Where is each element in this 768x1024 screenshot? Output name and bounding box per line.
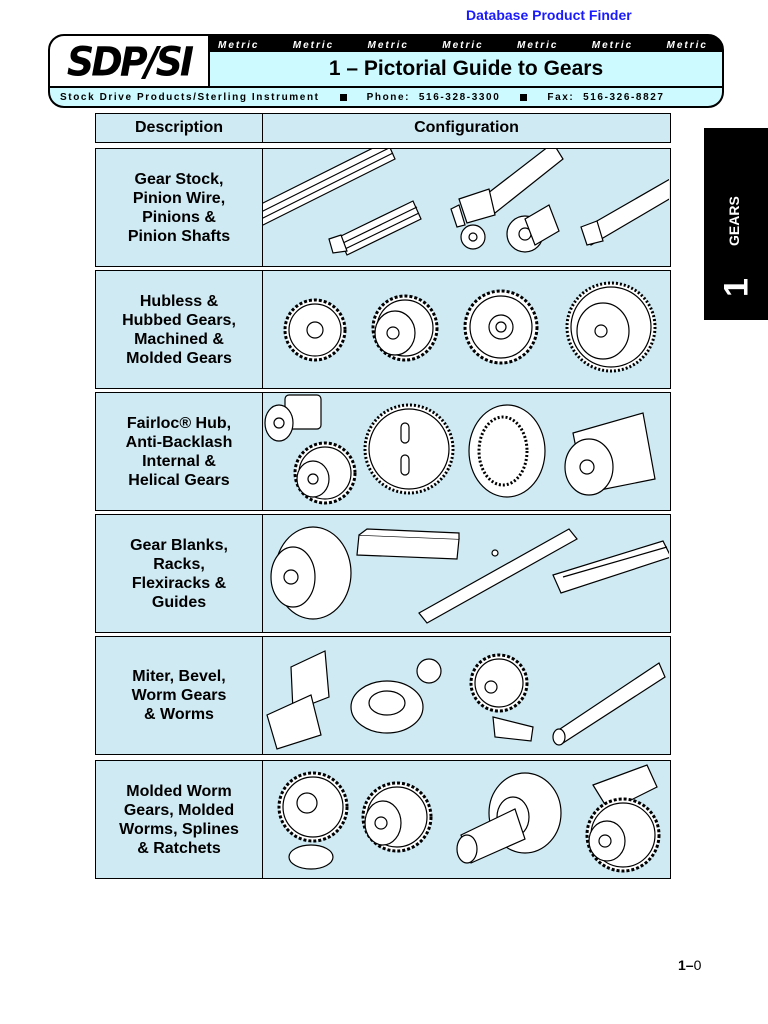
- phone-number: 516-328-3300: [418, 91, 501, 103]
- chapter-tab-number: 1: [717, 278, 756, 297]
- table-row-fairloc-gears[interactable]: Fairloc® Hub, Anti-Backlash Internal & H…: [95, 392, 671, 511]
- description-header: Description: [96, 114, 263, 142]
- header-banner: Metric Metric Metric Metric Metric Metri…: [48, 34, 724, 108]
- page-title: 1 – Pictorial Guide to Gears: [210, 52, 722, 86]
- table-row-hubless-gears[interactable]: Hubless & Hubbed Gears, Machined & Molde…: [95, 270, 671, 389]
- bevel-worm-illustration: [266, 650, 666, 750]
- metric-label: Metric: [367, 39, 409, 51]
- table-row-miter-bevel[interactable]: Miter, Bevel, Worm Gears & Worms: [95, 636, 671, 755]
- chapter-tab[interactable]: GEARS 1: [704, 128, 768, 320]
- row-description: Hubless & Hubbed Gears, Machined & Molde…: [96, 271, 263, 388]
- spur-gears-illustration: [283, 281, 657, 373]
- contact-strip: Stock Drive Products/Sterling Instrument…: [50, 86, 722, 106]
- phone-info: Phone: 516-328-3300: [367, 92, 501, 103]
- chapter-tab-label: GEARS: [726, 196, 742, 246]
- molded-splines-illustration: [277, 764, 661, 873]
- fax-info: Fax: 516-326-8827: [547, 92, 664, 103]
- row-configuration: [263, 271, 670, 388]
- row-description: Fairloc® Hub, Anti-Backlash Internal & H…: [96, 393, 263, 510]
- row-description: Miter, Bevel, Worm Gears & Worms: [96, 637, 263, 754]
- row-configuration: [263, 149, 670, 266]
- row-configuration: [263, 515, 670, 632]
- row-description: Gear Stock, Pinion Wire, Pinions & Pinio…: [96, 149, 263, 266]
- sdpsi-logo: SDP/SI: [50, 36, 210, 88]
- row-configuration: [263, 761, 670, 878]
- metric-strip: Metric Metric Metric Metric Metric Metri…: [210, 36, 722, 54]
- phone-label: Phone:: [366, 91, 411, 103]
- table-row-gear-blanks[interactable]: Gear Blanks, Racks, Flexiracks & Guides: [95, 514, 671, 633]
- bullet-square-icon: [520, 93, 528, 101]
- metric-label: Metric: [442, 39, 484, 51]
- row-description: Molded Worm Gears, Molded Worms, Splines…: [96, 761, 263, 878]
- configuration-header: Configuration: [414, 119, 519, 136]
- table-row-molded-worm[interactable]: Molded Worm Gears, Molded Worms, Splines…: [95, 760, 671, 879]
- racks-blanks-illustration: [270, 526, 669, 624]
- fairloc-helical-illustration: [264, 394, 656, 505]
- row-description: Gear Blanks, Racks, Flexiracks & Guides: [96, 515, 263, 632]
- table-row-gear-stock[interactable]: Gear Stock, Pinion Wire, Pinions & Pinio…: [95, 148, 671, 267]
- database-product-finder-link[interactable]: Database Product Finder: [466, 7, 632, 23]
- fax-label: Fax:: [547, 91, 575, 103]
- row-configuration: [263, 637, 670, 754]
- metric-label: Metric: [218, 39, 260, 51]
- bullet-square-icon: [339, 93, 347, 101]
- logo-text: SDP/SI: [66, 38, 194, 86]
- metric-label: Metric: [292, 39, 335, 51]
- table-header: Description Configuration: [95, 113, 671, 143]
- row-configuration: [263, 393, 670, 510]
- metric-label: Metric: [591, 39, 634, 51]
- metric-label: Metric: [666, 39, 708, 51]
- company-name: Stock Drive Products/Sterling Instrument: [60, 91, 320, 103]
- metric-label: Metric: [517, 39, 559, 51]
- pinion-wire-illustration: [263, 149, 669, 256]
- page-number: 1–0: [678, 957, 702, 973]
- fax-number: 516-326-8827: [583, 91, 665, 103]
